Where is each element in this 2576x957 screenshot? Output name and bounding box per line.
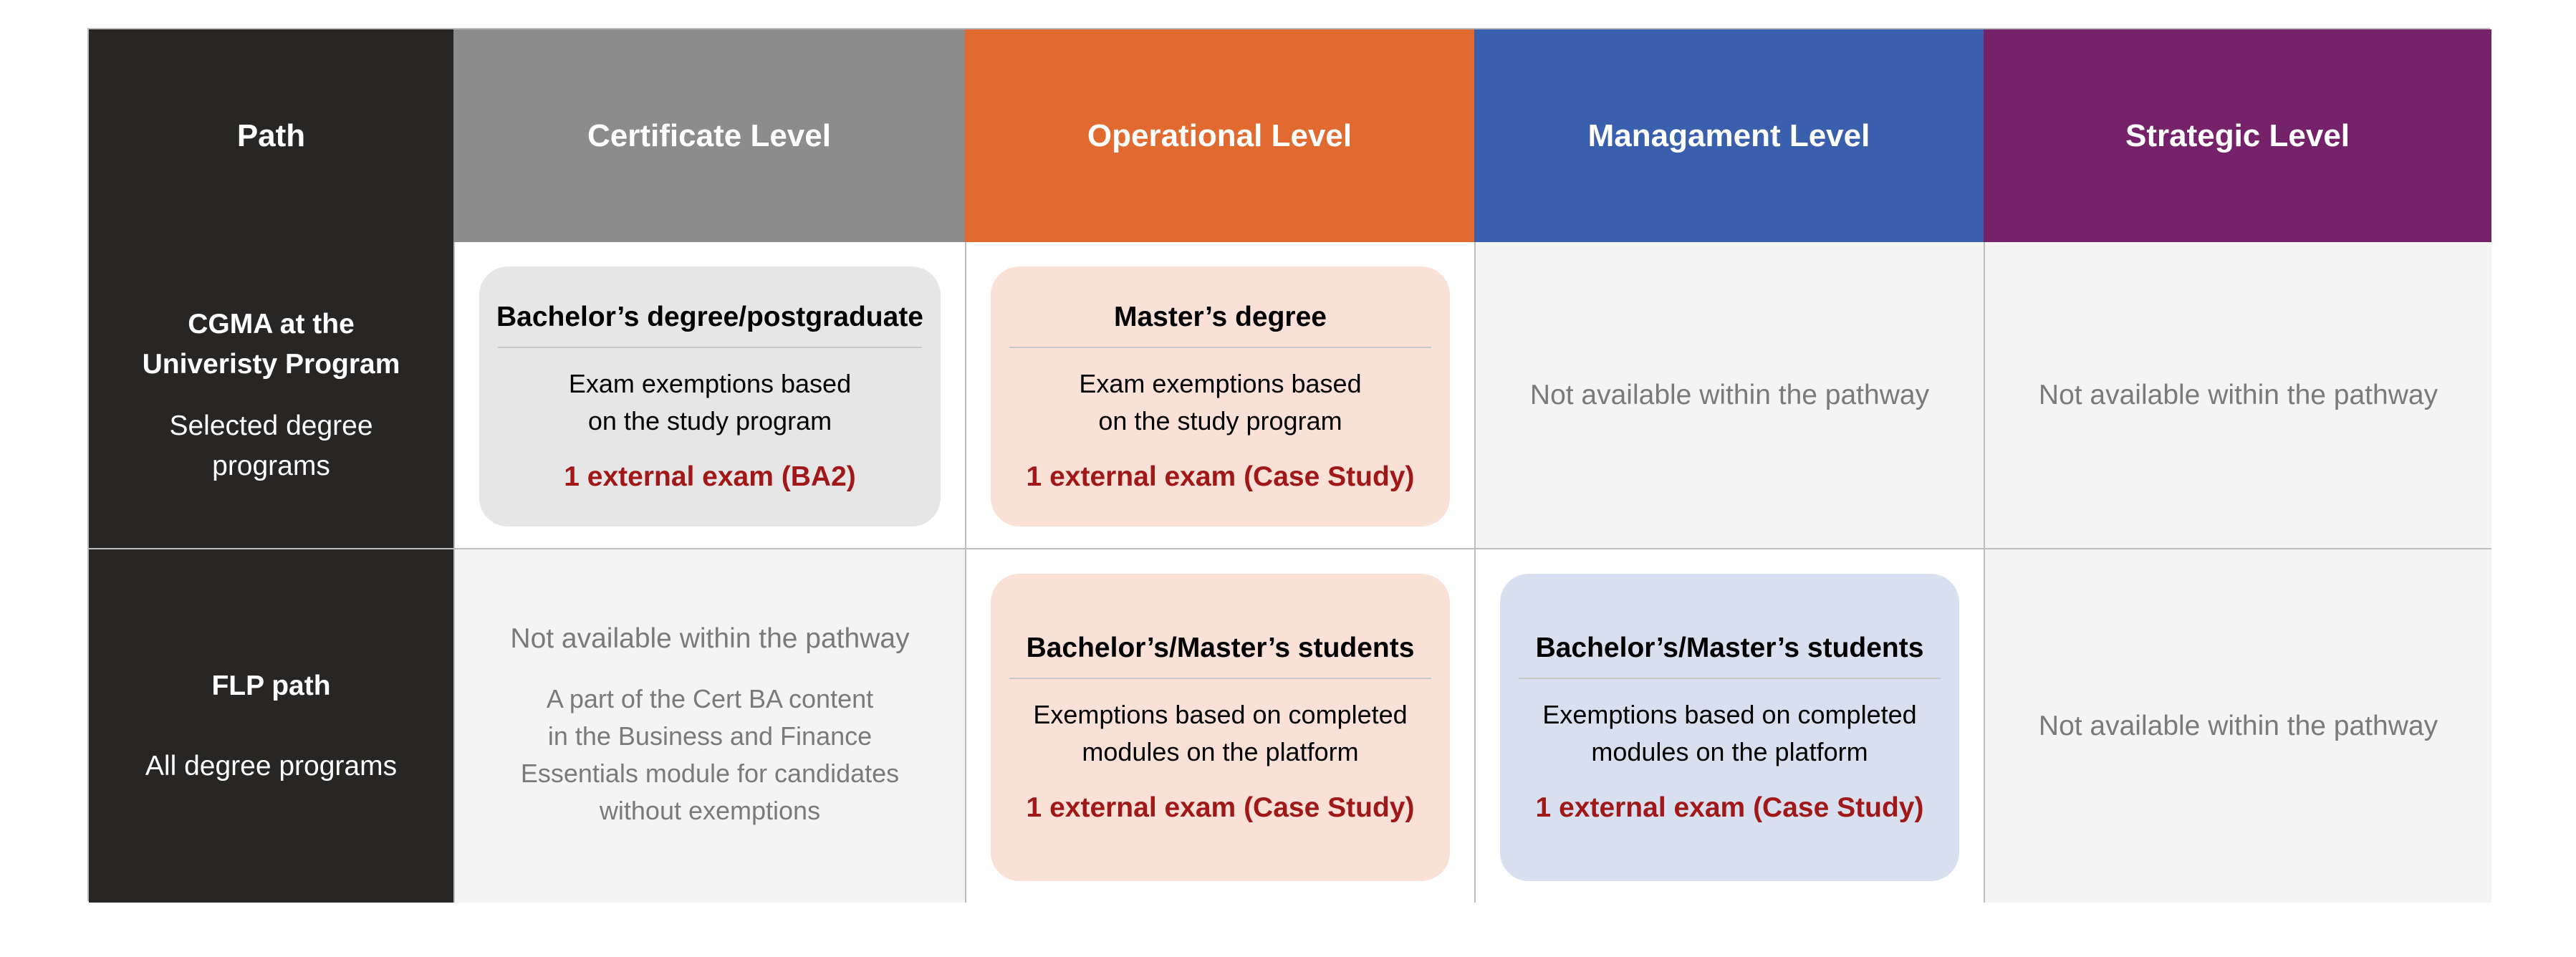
card-bachelor-postgraduate: Bachelor’s degree/postgraduate Exam exem… [479,266,941,526]
card-description: Exam exemptions based on the study progr… [1079,368,1362,436]
cell-flp-strategic: Not available within the pathway [1984,549,2491,903]
header-operational-level: Operational Level [965,29,1474,242]
card-title: Bachelor’s/Master’s students [1535,632,1924,663]
not-available-text: Not available within the pathway [510,622,910,654]
path-subtitle: All degree programs [145,750,398,782]
path-subtitle: Selected degree programs [169,410,373,481]
card-divider [497,346,923,348]
cell-cgma-management: Not available within the pathway [1474,242,1984,549]
card-divider [1009,346,1432,348]
header-certificate-label: Certificate Level [587,117,831,153]
card-description: Exemptions based on completed modules on… [1542,699,1917,766]
header-strategic-level: Strategic Level [1984,29,2491,242]
card-exam: 1 external exam (Case Study) [1026,792,1415,823]
card-exam: 1 external exam (BA2) [564,461,856,492]
card-title: Master’s degree [1114,301,1327,332]
path-title: CGMA at the Univeristy Program [142,308,400,380]
cell-cgma-operational: Master’s degree Exam exemptions based on… [965,242,1474,549]
header-management-level: Managament Level [1474,29,1984,242]
card-masters-degree: Master’s degree Exam exemptions based on… [991,266,1450,526]
card-divider [1009,677,1432,679]
card-divider [1518,677,1941,679]
cell-flp-management: Bachelor’s/Master’s students Exemptions … [1474,549,1984,903]
path-title: FLP path [211,670,331,701]
card-title: Bachelor’s degree/postgraduate [496,301,923,332]
cell-cgma-certificate: Bachelor’s degree/postgraduate Exam exem… [453,242,965,549]
certificate-note: A part of the Cert BA content in the Bus… [520,683,900,825]
card-bachelors-masters-students: Bachelor’s/Master’s students Exemptions … [991,574,1450,881]
not-available-text: Not available within the pathway [2038,710,2438,741]
header-path: Path [89,29,453,242]
card-bachelors-masters-students: Bachelor’s/Master’s students Exemptions … [1500,574,1959,881]
path-cgma-university: CGMA at the Univeristy Program Selected … [89,242,453,549]
header-certificate-level: Certificate Level [453,29,965,242]
card-title: Bachelor’s/Master’s students [1026,632,1415,663]
path-flp: FLP path All degree programs [89,549,453,903]
not-available-text: Not available within the pathway [2038,379,2438,410]
pathway-table: Path Certificate Level Operational Level… [87,28,2491,903]
cell-flp-certificate: Not available within the pathway A part … [453,549,965,903]
card-description: Exam exemptions based on the study progr… [568,368,852,436]
cell-cgma-strategic: Not available within the pathway [1984,242,2491,549]
not-available-text: Not available within the pathway [1529,379,1930,410]
card-exam: 1 external exam (Case Study) [1535,792,1924,823]
header-path-label: Path [236,117,306,153]
card-description: Exemptions based on completed modules on… [1033,699,1408,766]
header-strategic-label: Strategic Level [2125,117,2350,153]
card-exam: 1 external exam (Case Study) [1026,461,1415,492]
header-management-label: Managament Level [1587,117,1870,153]
header-operational-label: Operational Level [1087,117,1352,153]
cell-flp-operational: Bachelor’s/Master’s students Exemptions … [965,549,1474,903]
